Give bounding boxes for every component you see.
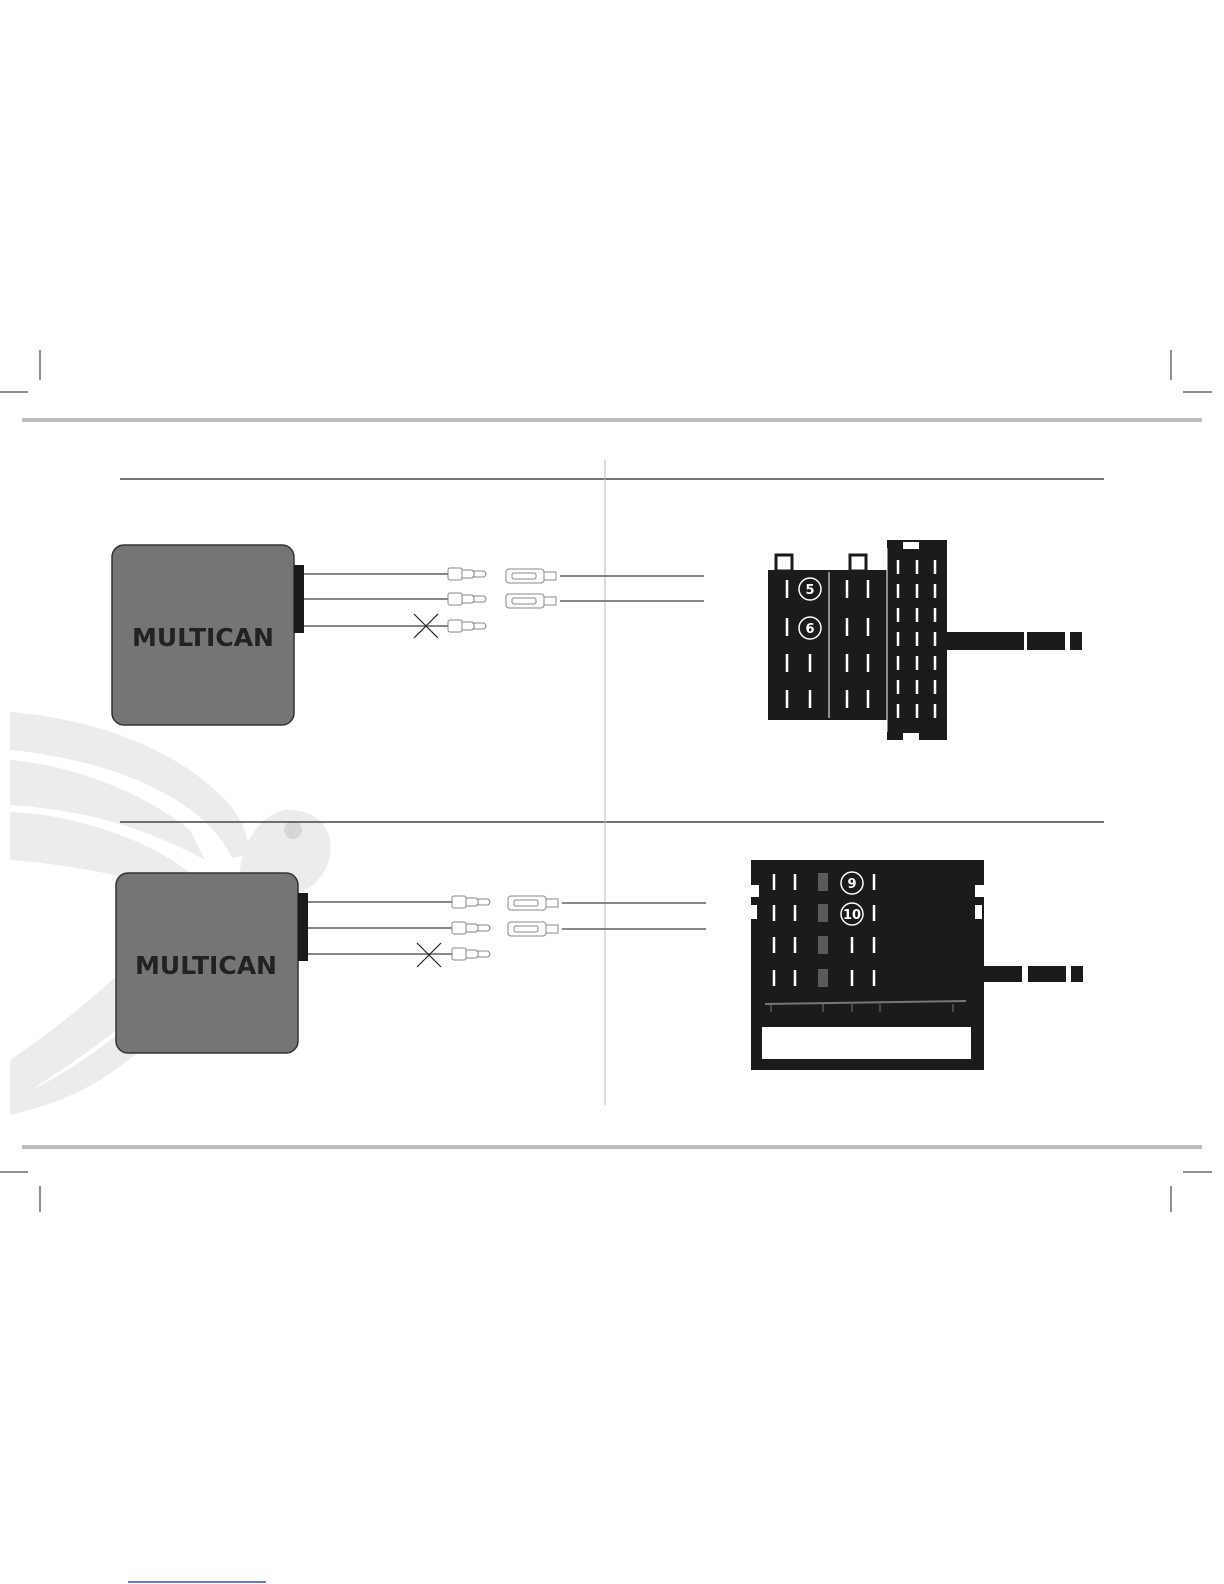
female-plug-bottom-2 (508, 922, 558, 936)
female-plug-top-1 (506, 569, 556, 583)
male-plug-top-3 (448, 620, 486, 632)
male-plug-top-1 (448, 568, 486, 580)
pin-label-6: 6 (805, 622, 814, 637)
male-plug-top-2 (448, 593, 486, 605)
wires-bottom (308, 902, 706, 954)
quadlock-connector-bottom (751, 860, 1083, 1070)
pin-label-10: 10 (843, 908, 861, 923)
module-port-bottom (298, 893, 308, 961)
parrot-eye-icon (284, 821, 302, 839)
pin-label-5: 5 (805, 583, 814, 598)
male-plug-bottom-3 (452, 948, 490, 960)
module-label-top: MULTICAN (132, 623, 274, 652)
bottom-page-bar (22, 1145, 1202, 1149)
pin-label-9: 9 (847, 877, 856, 892)
module-port-top (294, 565, 304, 633)
bottom-diagram: MULTICAN (116, 860, 1083, 1070)
female-plug-top-2 (506, 594, 556, 608)
module-label-bottom: MULTICAN (135, 951, 277, 980)
iso-connector-top (768, 540, 1082, 740)
male-plug-bottom-2 (452, 922, 490, 934)
wires-top (304, 574, 704, 626)
female-plug-bottom-1 (508, 896, 558, 910)
male-plug-bottom-1 (452, 896, 490, 908)
top-page-bar (22, 418, 1202, 422)
top-diagram: MULTICAN (112, 540, 1082, 740)
